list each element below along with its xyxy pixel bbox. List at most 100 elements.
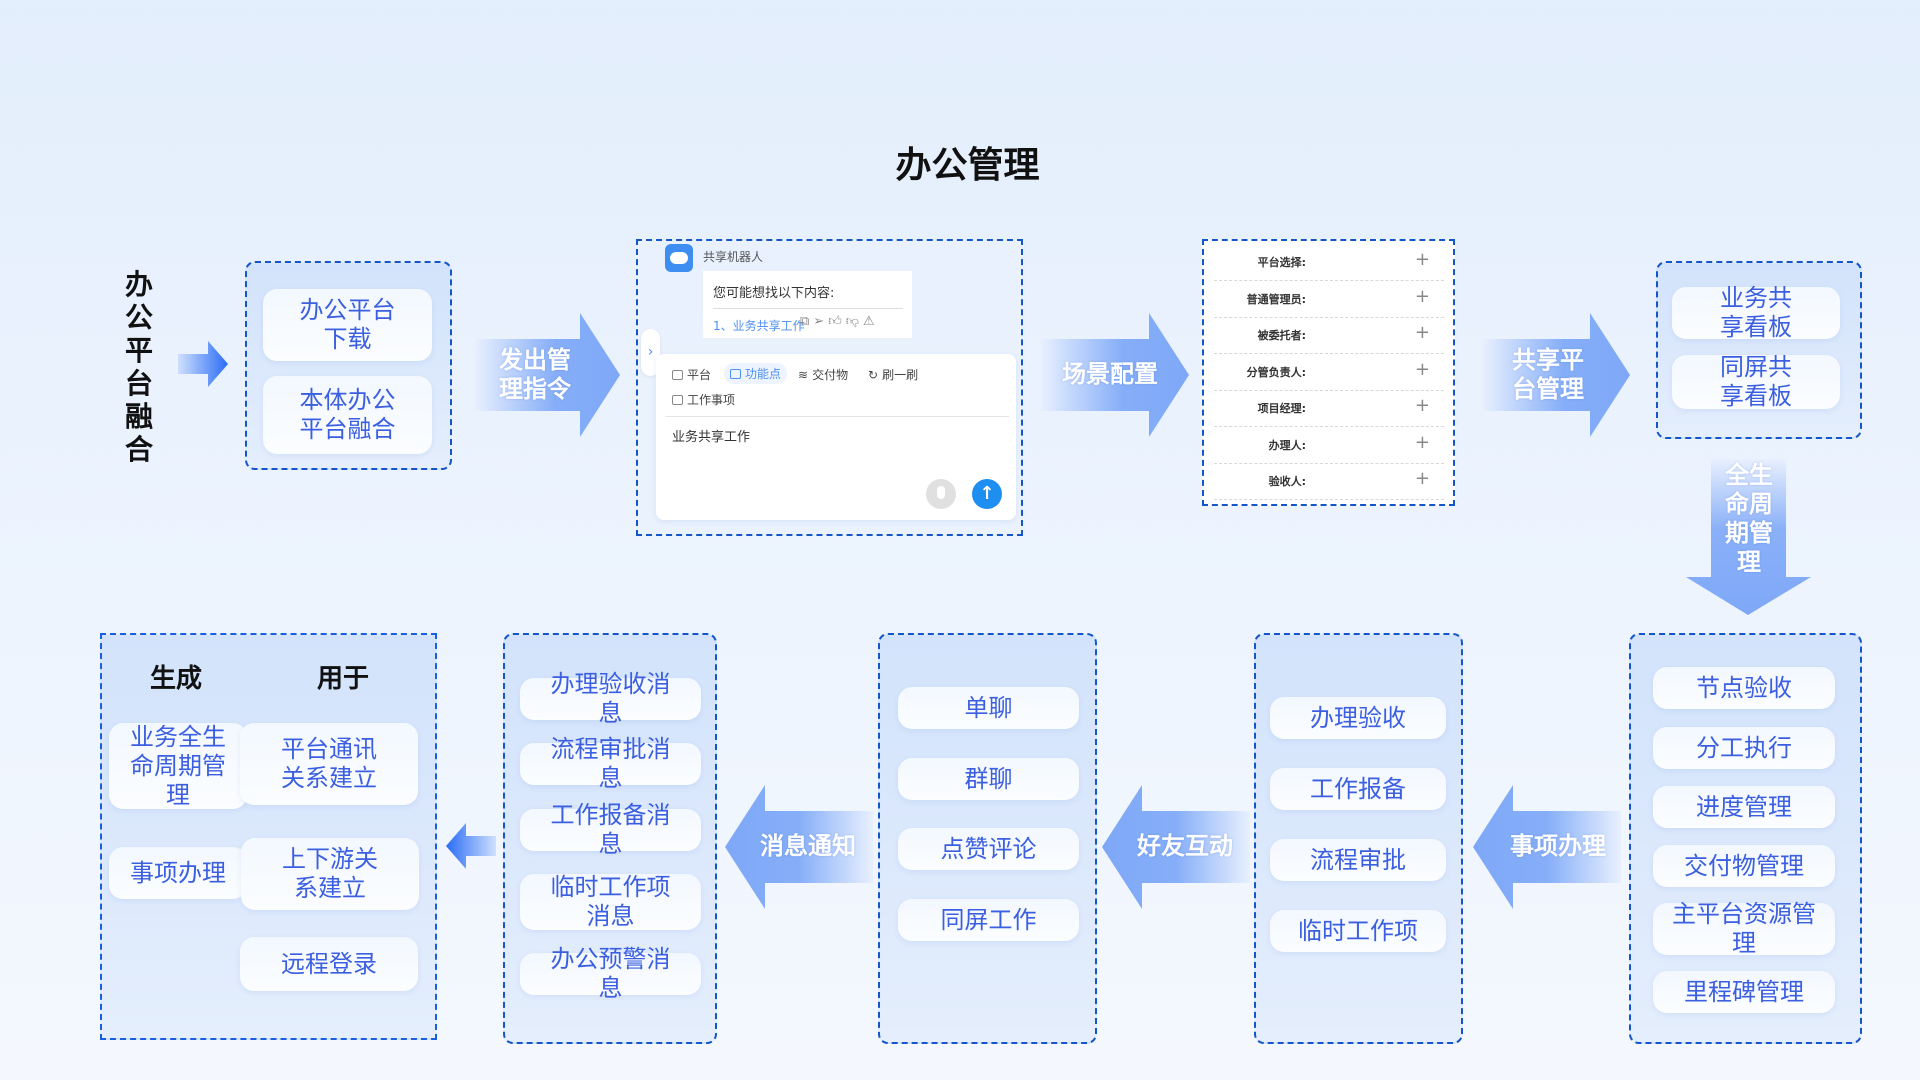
add-icon[interactable]: + (1414, 322, 1430, 343)
chip-work-items[interactable]: 工作事项 (672, 391, 735, 408)
platform-download-item: 办公平台下载 (263, 289, 432, 361)
config-row: 分管负责人: + (1214, 355, 1444, 391)
use-item: 上下游关系建立 (241, 838, 419, 910)
matters-item: 办理验收 (1270, 697, 1446, 739)
arrow-scene: 场景配置 (1041, 313, 1189, 437)
config-row-label: 被委托者: (1257, 329, 1306, 342)
arrow-command-label: 发出管理指令 (499, 346, 571, 403)
lifecycle-item: 里程碑管理 (1653, 971, 1835, 1013)
add-icon[interactable]: + (1414, 285, 1430, 307)
config-row-label: 分管负责人: (1246, 365, 1306, 379)
microphone-icon[interactable] (926, 479, 956, 509)
add-icon[interactable]: + (1414, 249, 1430, 270)
warning-icon[interactable]: ⚠ (863, 314, 879, 329)
chip-label: 刷一刷 (882, 368, 919, 382)
chip-label: 工作事项 (687, 393, 736, 407)
arrow-lifecycle: 全生命周期管理 (1686, 459, 1811, 615)
bubble-prompt: 您可能想找以下内容: (713, 286, 835, 301)
lifecycle-item: 交付物管理 (1653, 845, 1835, 887)
config-row-label: 普通管理员: (1246, 292, 1306, 306)
arrow-notify-label: 消息通知 (760, 832, 856, 860)
bubble-divider (713, 308, 903, 309)
chat-input[interactable]: 业务共享工作 (672, 430, 751, 445)
robot-avatar-icon (665, 244, 693, 272)
chip-label: 交付物 (812, 368, 849, 382)
small-left-arrow-icon (446, 823, 496, 869)
notify-item: 办公预警消息 (520, 945, 701, 1002)
config-row-label: 验收人: (1268, 475, 1306, 488)
friends-item: 群聊 (898, 758, 1079, 800)
matters-item: 工作报备 (1270, 768, 1446, 810)
lifecycle-item: 节点验收 (1653, 667, 1835, 709)
copy-icon[interactable]: ⧉ (800, 314, 814, 329)
notify-item: 临时工作项消息 (520, 873, 701, 930)
friends-item: 同屏工作 (898, 899, 1079, 941)
page-title: 办公管理 (895, 145, 1040, 186)
grid-icon (730, 368, 741, 379)
bot-name: 共享机器人 (703, 250, 764, 264)
add-icon[interactable]: + (1414, 431, 1430, 453)
thumbs-up-icon[interactable]: 👍︎ (828, 314, 846, 329)
arrow-notify: 消息通知 (725, 785, 873, 909)
friends-item: 单聊 (898, 687, 1079, 729)
matters-item: 临时工作项 (1270, 910, 1446, 952)
chip-deliverable[interactable]: ≋交付物 (798, 366, 848, 383)
start-label: 办公平台融合 (124, 268, 153, 466)
business-share-board-item: 业务共享看板 (1672, 284, 1840, 341)
add-icon[interactable]: + (1414, 358, 1430, 380)
use-header: 用于 (317, 664, 370, 694)
chip-label: 功能点 (745, 367, 782, 381)
matters-item: 流程审批 (1270, 839, 1446, 881)
send-button[interactable]: ↑ (972, 479, 1002, 509)
small-right-arrow-icon (178, 341, 228, 387)
chip-refresh[interactable]: ↻刷一刷 (868, 366, 918, 383)
arrow-share-label: 共享平台管理 (1512, 346, 1584, 403)
add-icon[interactable]: + (1414, 468, 1430, 489)
generate-item: 业务全生命周期管理 (109, 723, 247, 809)
lifecycle-item: 主平台资源管理 (1653, 900, 1835, 957)
platform-merge-item: 本体办公平台融合 (263, 376, 432, 454)
use-item: 远程登录 (240, 937, 418, 991)
bubble-actions: ⧉➢👍︎👎︎⚠ (800, 314, 879, 329)
thumbs-down-icon[interactable]: 👎︎ (845, 314, 863, 329)
lifecycle-item: 进度管理 (1653, 786, 1835, 828)
config-row-label: 办理人: (1268, 438, 1306, 452)
arrow-friends: 好友互动 (1102, 785, 1250, 909)
list-icon (672, 394, 683, 405)
config-row-label: 平台选择: (1257, 256, 1306, 269)
arrow-lifecycle-label: 全生命周期管理 (1725, 461, 1773, 576)
friends-item: 点赞评论 (898, 828, 1079, 870)
arrow-command: 发出管理指令 (475, 313, 620, 437)
config-row: 项目经理:+ (1214, 391, 1444, 427)
lifecycle-item: 分工执行 (1653, 727, 1835, 769)
code-icon (672, 369, 683, 380)
suggestion-link[interactable]: 1、业务共享工作 (713, 319, 805, 333)
refresh-icon: ↻ (868, 367, 879, 382)
generate-header: 生成 (150, 664, 203, 694)
notify-item: 办理验收消息 (520, 670, 701, 727)
collapse-toggle[interactable]: › (641, 329, 660, 376)
arrow-friends-label: 好友互动 (1137, 832, 1233, 860)
config-panel (1202, 239, 1455, 506)
screen-share-board-item: 同屏共享看板 (1672, 353, 1840, 410)
arrow-matters-label: 事项办理 (1510, 832, 1606, 860)
chip-feature-point[interactable]: 功能点 (724, 363, 788, 384)
config-row: 被委托者: + (1214, 318, 1444, 354)
notify-item: 工作报备消息 (520, 801, 701, 858)
arrow-matters: 事项办理 (1473, 785, 1621, 909)
config-row: 办理人: + (1214, 428, 1444, 464)
layers-icon: ≋ (798, 367, 809, 382)
add-icon[interactable]: + (1414, 395, 1430, 416)
chip-platform[interactable]: 平台 (672, 366, 711, 383)
config-row: 平台选择: + (1214, 245, 1444, 281)
arrow-scene-label: 场景配置 (1062, 360, 1158, 388)
chat-input-card (656, 354, 1016, 520)
chip-label: 平台 (687, 368, 712, 382)
generate-item: 事项办理 (109, 847, 247, 899)
arrow-share: 共享平台管理 (1482, 313, 1630, 437)
send-icon[interactable]: ➢ (813, 314, 829, 329)
notify-item: 流程审批消息 (520, 735, 701, 792)
input-divider (666, 416, 1009, 417)
use-item: 平台通讯关系建立 (240, 723, 418, 805)
config-row: 普通管理员: + (1214, 282, 1444, 318)
